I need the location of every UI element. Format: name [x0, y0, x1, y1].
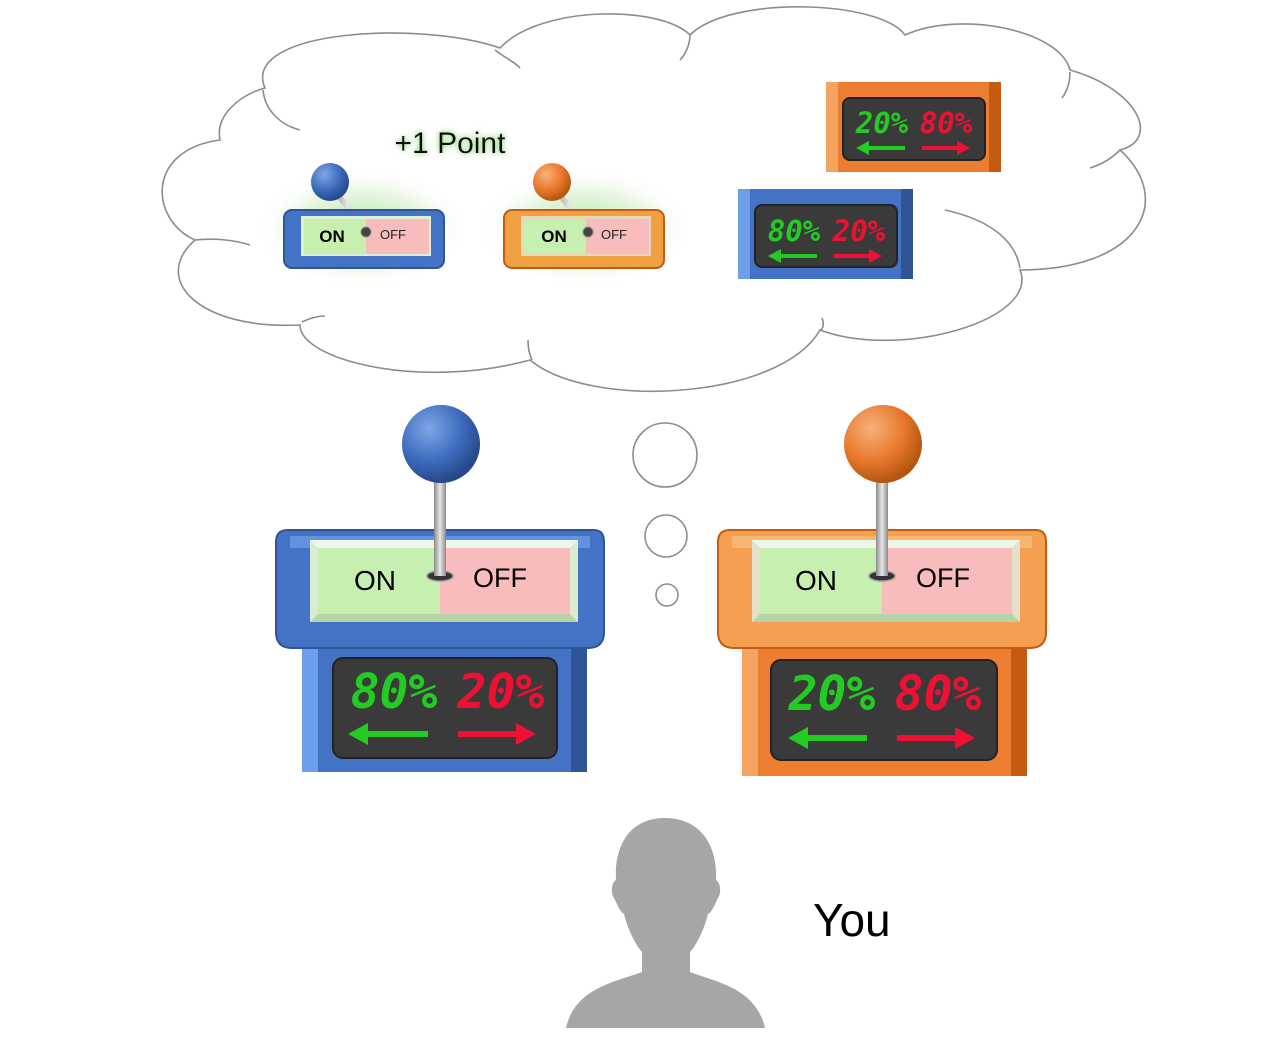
on-label: ON	[319, 227, 345, 246]
person-label: You	[813, 894, 891, 946]
on-zone[interactable]	[760, 548, 882, 614]
on-label: ON	[541, 227, 567, 246]
lever-knob[interactable]	[844, 405, 922, 483]
on-zone[interactable]	[318, 548, 440, 614]
right-arrow-icon	[458, 723, 536, 745]
right-arrow-icon	[897, 727, 975, 749]
left-percentage: 80%	[351, 664, 438, 720]
thought-bubble-large	[632, 422, 698, 488]
left-arrow-icon	[788, 727, 867, 749]
lever-knob[interactable]	[402, 405, 480, 483]
left-arrow-icon	[348, 723, 428, 745]
machine-blue: ON OFF 80% 20%	[275, 405, 605, 772]
left-percentage: 20%	[855, 106, 909, 140]
off-label: OFF	[473, 563, 527, 593]
person-icon	[566, 818, 765, 1028]
left-arrow-icon	[768, 249, 817, 263]
left-arrow-icon	[856, 141, 905, 155]
thought-display-orange: 20% 80%	[826, 82, 1001, 172]
right-arrow-icon	[922, 141, 970, 155]
right-percentage: 80%	[895, 666, 982, 722]
thought-bubble-medium	[644, 514, 688, 558]
left-percentage: 80%	[768, 214, 821, 248]
lever-stick	[876, 470, 888, 576]
machine-orange: ON OFF 20% 80%	[717, 405, 1047, 776]
thought-bubble-small	[655, 583, 679, 607]
off-zone[interactable]	[440, 548, 570, 614]
on-label: ON	[795, 565, 837, 596]
thought-machine-orange: ON OFF	[477, 163, 693, 288]
lever-knob[interactable]	[311, 163, 349, 201]
off-label: OFF	[916, 563, 970, 593]
thought-display-blue: 80% 20%	[738, 189, 913, 279]
reward-text: +1 Point	[395, 127, 507, 160]
on-label: ON	[354, 565, 396, 596]
left-percentage: 20%	[788, 666, 876, 722]
off-label: OFF	[380, 227, 406, 242]
right-percentage: 80%	[920, 106, 973, 140]
right-percentage: 20%	[457, 664, 545, 720]
thought-machine-blue: ON OFF	[254, 163, 470, 288]
lever-stick	[434, 470, 446, 576]
lever-knob[interactable]	[533, 163, 571, 201]
right-arrow-icon	[834, 249, 882, 263]
off-label: OFF	[601, 227, 627, 242]
right-percentage: 20%	[832, 214, 886, 248]
off-zone[interactable]	[882, 548, 1012, 614]
